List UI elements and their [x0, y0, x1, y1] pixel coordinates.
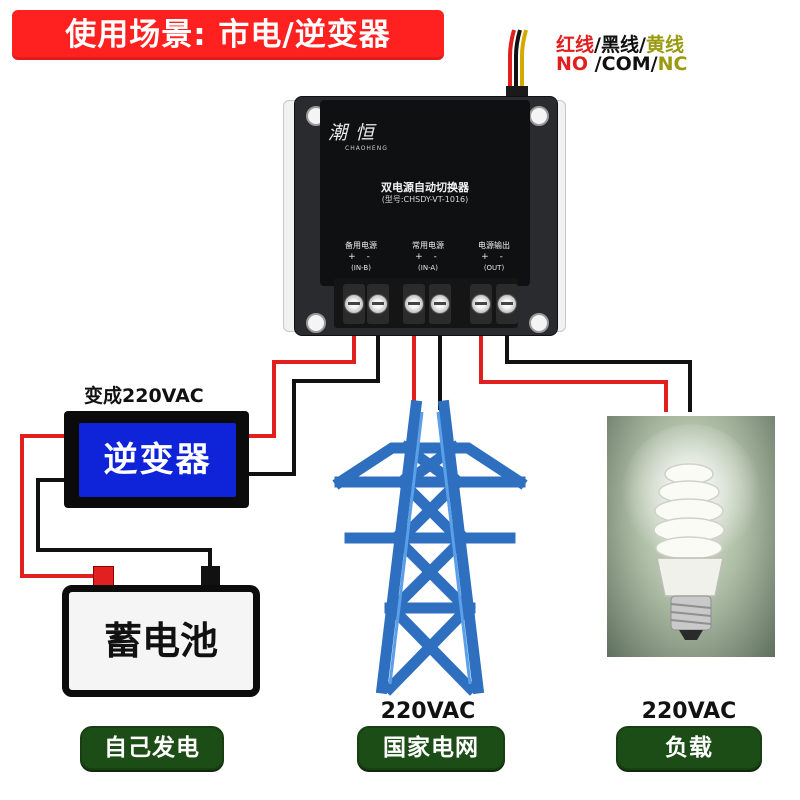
load-badge: [616, 726, 762, 770]
wire-color-legend: 红线/黑线/黄线: [556, 30, 684, 57]
port-label-in-b: 备用电源: [345, 241, 377, 250]
grid-badge: [357, 726, 505, 770]
port-polarity-out: + -: [481, 252, 507, 262]
self-generation-label: 自己发电: [104, 735, 200, 761]
brand-logo: 潮恒: [328, 122, 383, 144]
port-label-in-a: 常用电源: [412, 241, 444, 250]
controller-faceplate: [320, 100, 530, 286]
port-polarity-in-b: + -: [348, 252, 374, 262]
port-label-out: 电源输出: [478, 241, 510, 250]
terminal-out-positive[interactable]: [470, 284, 492, 324]
device-name: 双电源自动切换器: [381, 181, 469, 194]
legend-no: NO: [556, 53, 589, 75]
legend-separator: /: [650, 53, 658, 75]
legend-red-wire: 红线: [556, 34, 595, 56]
grid-label: 国家电网: [383, 735, 479, 761]
wire-out-black: [505, 328, 692, 412]
wire-in-b-black: [249, 328, 380, 476]
battery: [62, 585, 260, 697]
wire-function-legend: NO /COM/NC: [556, 53, 687, 75]
grid-voltage: 220VAC: [380, 699, 476, 724]
brand-logo-subtitle: CHAOHENG: [345, 145, 388, 152]
legend-com: COM: [601, 53, 651, 75]
terminal-in-b-negative[interactable]: [367, 284, 389, 324]
battery-negative-terminal: [201, 566, 220, 587]
wire-in-b-red: [249, 328, 356, 438]
legend-yellow-wire: 黄线: [645, 34, 684, 56]
wire-out-red: [479, 328, 668, 412]
legend-nc: NC: [657, 53, 688, 75]
battery-label: 蓄电池: [103, 619, 218, 663]
wire-battery-red: [20, 434, 93, 578]
legend-separator: /: [588, 53, 602, 75]
terminal-in-a-positive[interactable]: [403, 284, 425, 324]
transmission-tower-icon: [332, 399, 528, 696]
legend-separator: /: [638, 34, 646, 56]
port-polarity-in-a: + -: [415, 252, 441, 262]
self-generation-badge: [80, 726, 224, 770]
mounting-hole: [529, 313, 549, 333]
terminal-in-a-negative[interactable]: [429, 284, 451, 324]
load-label: 负载: [665, 735, 713, 761]
legend-black-wire: 黑线: [600, 34, 639, 56]
cfl-bulb-icon: [621, 424, 761, 640]
terminal-in-b-positive[interactable]: [343, 284, 365, 324]
legend-separator: /: [594, 34, 601, 56]
inverter-screen: [79, 423, 236, 497]
terminal-out-negative[interactable]: [496, 284, 518, 324]
title-banner: [12, 10, 444, 60]
mounting-hole: [529, 106, 549, 126]
port-code-in-b: (IN-B): [351, 264, 371, 272]
wire-battery-black: [36, 478, 212, 566]
mounting-hole: [306, 313, 326, 333]
port-code-out: (OUT): [483, 264, 505, 272]
port-code-in-a: (IN-A): [418, 264, 438, 272]
load-voltage: 220VAC: [641, 699, 737, 724]
device-model: (型号:CHSDY-VT-1016): [381, 195, 469, 204]
inverter-label: 逆变器: [103, 440, 212, 480]
signal-wire-bundle-icon: [506, 29, 528, 100]
inverter-output-caption: 变成220VAC: [84, 385, 204, 407]
page-title: 使用场景: 市电/逆变器: [65, 17, 391, 53]
